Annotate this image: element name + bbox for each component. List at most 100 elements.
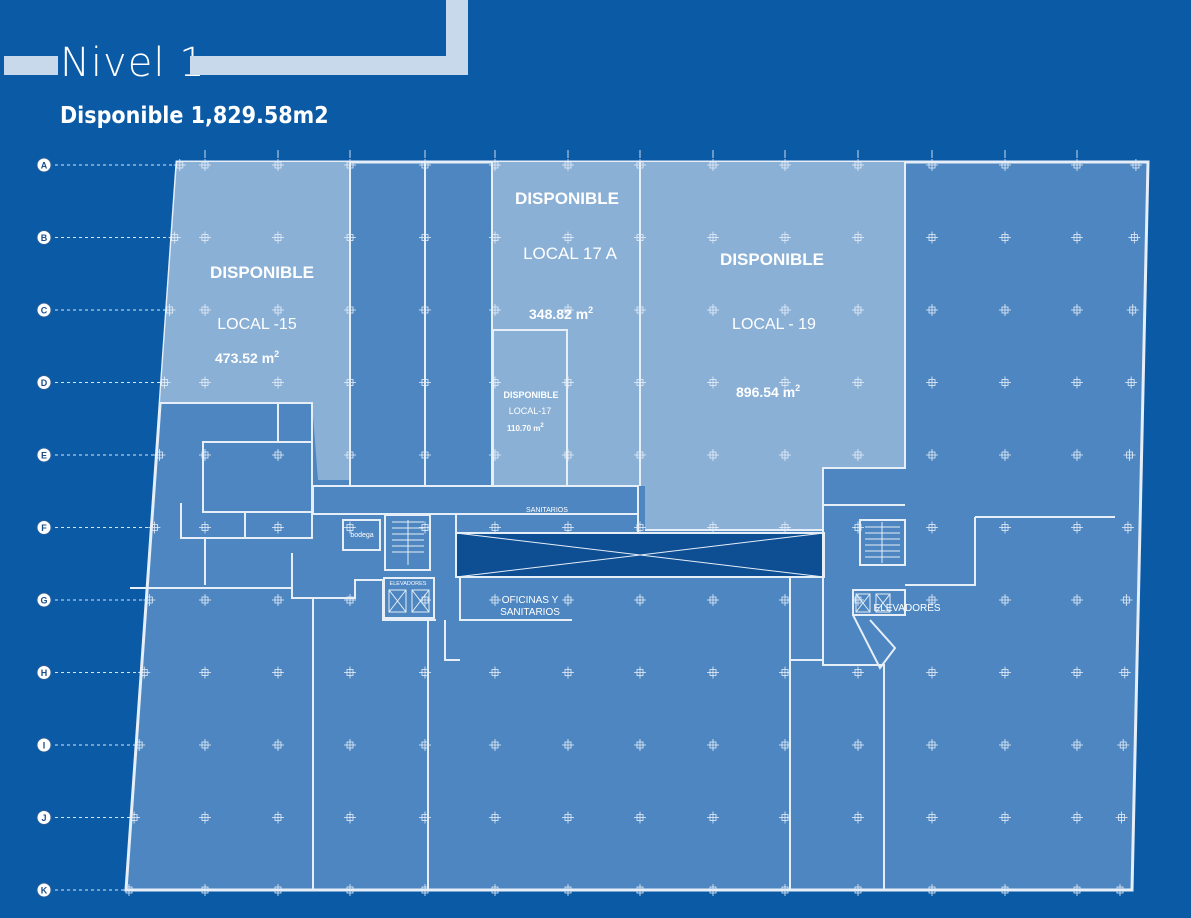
grid-row-marker: [36, 157, 52, 173]
column-marker: [1071, 811, 1083, 824]
column-marker: [707, 376, 719, 389]
unit-local-17a-area: [492, 162, 640, 486]
column-marker: [926, 739, 938, 751]
column-marker: [489, 304, 501, 316]
unit-area: 473.52 m2: [215, 349, 279, 366]
column-marker: [926, 304, 938, 316]
column-marker: [419, 811, 431, 824]
column-marker: [634, 739, 646, 751]
interior-walls: [130, 162, 1115, 890]
unit-local-19[interactable]: DISPONIBLE LOCAL - 19 896.54 m2: [720, 250, 824, 400]
unit-name: LOCAL 17 A: [523, 244, 618, 263]
column-marker: [779, 231, 791, 244]
unit-local-17-area: [493, 330, 567, 486]
column-marker: [199, 884, 211, 896]
column-marker: [707, 739, 719, 751]
column-marker: [272, 521, 284, 534]
column-marker: [926, 666, 938, 679]
offices-label-line1: OFICINAS Y: [502, 595, 559, 606]
unit-local-15[interactable]: DISPONIBLE LOCAL -15 473.52 m2: [210, 263, 314, 366]
column-marker: [489, 666, 501, 679]
column-marker: [153, 449, 166, 461]
column-marker: [999, 666, 1011, 679]
column-marker: [272, 231, 284, 244]
grid-row-label: E: [41, 451, 47, 461]
elevator-symbols: [388, 589, 891, 613]
column-marker: [1125, 376, 1138, 389]
grid-row-marker: [36, 810, 52, 825]
column-marker: [779, 449, 791, 461]
column-marker: [562, 594, 574, 606]
column-marker: [634, 594, 646, 606]
column-marker: [779, 884, 791, 896]
column-marker: [999, 231, 1011, 244]
column-marker: [999, 739, 1011, 751]
unit-status: DISPONIBLE: [515, 189, 619, 208]
column-marker: [419, 884, 431, 896]
column-marker: [562, 159, 574, 171]
column-marker: [344, 376, 356, 389]
column-marker: [562, 666, 574, 679]
unit-local-17[interactable]: DISPONIBLE LOCAL-17 110.70 m2: [503, 390, 558, 433]
available-area-summary: Disponible 1,829.58m2: [60, 103, 329, 129]
column-marker: [634, 376, 646, 389]
column-marker: [168, 231, 181, 244]
unit-status: DISPONIBLE: [503, 390, 558, 400]
column-marker: [707, 231, 719, 244]
unit-local-19-area: [640, 162, 905, 530]
column-marker: [634, 304, 646, 316]
bodega-label: bodega: [350, 532, 373, 539]
column-marker: [852, 159, 864, 171]
column-marker: [344, 159, 356, 171]
column-marker: [562, 884, 574, 896]
sanitarios-label: SANITARIOS: [526, 507, 568, 514]
column-marker: [272, 594, 284, 606]
column-marker: [173, 159, 186, 171]
column-marker: [634, 231, 646, 244]
column-marker: [562, 739, 574, 751]
column-marker: [707, 449, 719, 461]
grid-row-label: J: [41, 813, 46, 823]
column-marker: [272, 739, 284, 751]
column-marker: [1071, 739, 1083, 751]
column-marker: [779, 304, 791, 316]
column-markers: [123, 150, 1142, 896]
column-marker: [634, 521, 646, 534]
grid-row-label: K: [41, 886, 48, 896]
column-marker: [489, 376, 501, 389]
column-marker: [852, 666, 864, 679]
column-marker: [999, 376, 1011, 389]
column-marker: [148, 521, 161, 534]
column-marker: [634, 884, 646, 896]
column-marker: [1115, 811, 1128, 824]
column-marker: [926, 811, 938, 824]
column-marker: [344, 739, 356, 751]
unit-local-15-area: [160, 162, 350, 480]
column-marker: [199, 666, 211, 679]
column-marker: [123, 884, 135, 896]
column-marker: [999, 884, 1011, 896]
grid-row-marker: [36, 737, 52, 753]
column-marker: [489, 594, 501, 606]
column-marker: [852, 811, 864, 824]
grid-row-label: C: [41, 306, 48, 316]
unit-area: 348.82 m2: [529, 305, 593, 322]
unit-area: 896.54 m2: [736, 383, 800, 400]
grid-row-label: A: [41, 161, 48, 171]
column-marker: [1126, 304, 1139, 316]
central-corridor: [312, 485, 639, 515]
column-marker: [707, 159, 719, 171]
column-marker: [926, 521, 938, 534]
grid-row-marker: [36, 520, 52, 535]
column-marker: [926, 159, 938, 171]
column-marker: [562, 231, 574, 244]
column-marker: [199, 159, 211, 171]
unit-local-17a[interactable]: DISPONIBLE LOCAL 17 A 348.82 m2: [515, 189, 619, 322]
page-title: Nivel 1: [60, 40, 206, 86]
column-marker: [852, 304, 864, 316]
column-marker: [634, 811, 646, 824]
header-decoration: [4, 0, 468, 75]
grid-row-marker: [36, 665, 52, 680]
